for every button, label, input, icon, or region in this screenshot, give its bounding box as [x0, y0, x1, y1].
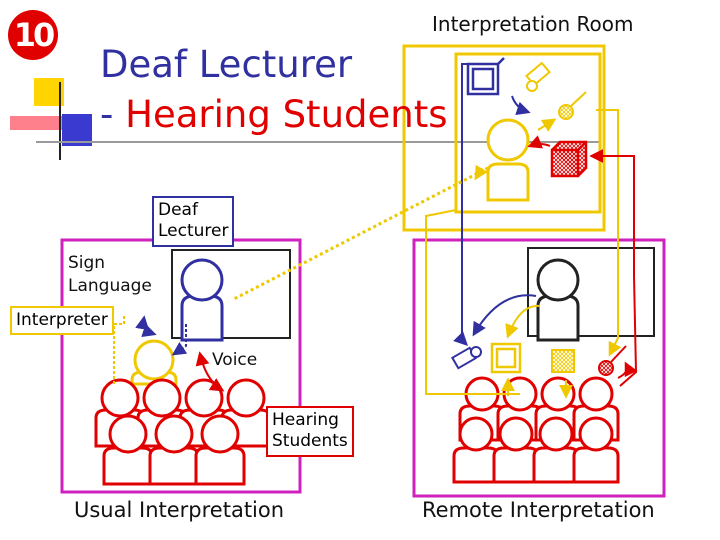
sign-language-label-line1: Sign — [68, 253, 106, 273]
usual-interpretation-caption: Usual Interpretation — [74, 498, 285, 522]
interpretation-room-label: Interpretation Room — [432, 12, 634, 36]
title-dash: - — [100, 93, 126, 136]
remote-speaker-icon — [551, 349, 575, 373]
deaf-lecturer-figure — [180, 258, 224, 342]
interpreter-figure — [130, 339, 178, 386]
hearing-students-group — [94, 378, 272, 486]
connection-lines — [231, 63, 638, 395]
room-monitor-icon — [466, 57, 505, 96]
deaf-lecturer-label-line2: Lecturer — [158, 221, 229, 242]
slide-title-line1: Deaf Lecturer — [100, 43, 353, 86]
slide-number-badge: 10 — [8, 10, 58, 60]
deaf-lecturer-label: Deaf Lecturer — [152, 196, 235, 247]
deaf-lecturer-label-line1: Deaf — [158, 200, 198, 220]
hearing-students-label-line1: Hearing — [272, 410, 339, 430]
room-devices — [466, 57, 588, 202]
voice-label: Voice — [212, 350, 258, 370]
interpretation-room — [402, 44, 606, 232]
usual-classroom — [60, 238, 302, 494]
remote-students-group — [452, 376, 620, 484]
remote-lecturer-figure — [536, 258, 580, 342]
sign-language-label-line2: Language — [68, 275, 152, 296]
remote-classroom — [412, 238, 666, 498]
slide-title-line2: - Hearing Students — [100, 96, 448, 133]
sign-language-label: Sign Language — [68, 252, 152, 298]
room-camera-icon — [525, 61, 551, 92]
interpreter-label: Interpreter — [10, 306, 114, 336]
title-hearing-students: Hearing Students — [125, 93, 448, 136]
remote-camera-icon — [450, 346, 482, 370]
hearing-students-label: Hearing Students — [266, 406, 354, 457]
remote-monitor-icon — [490, 342, 522, 374]
room-speaker-icon — [550, 140, 588, 178]
room-interpreter-figure — [486, 118, 530, 202]
remote-interpretation-caption: Remote Interpretation — [422, 498, 655, 522]
room-mic-icon — [558, 91, 587, 120]
hearing-students-label-line2: Students — [272, 431, 348, 452]
